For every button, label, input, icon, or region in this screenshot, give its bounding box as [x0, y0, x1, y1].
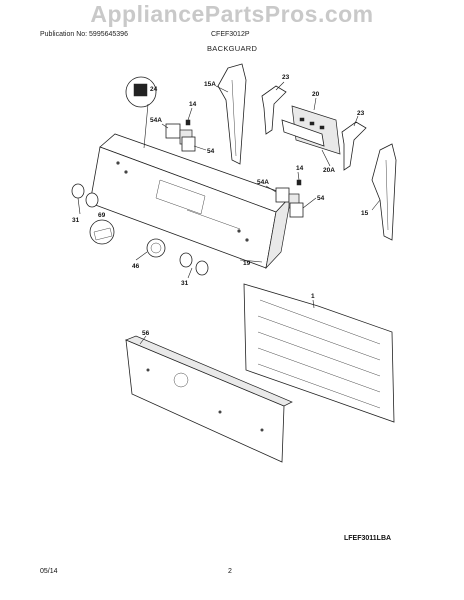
knobs-bottom — [179, 252, 209, 276]
footer-date: 05/14 — [40, 568, 58, 575]
callout-23-left: 23 — [282, 74, 290, 81]
callout-54a-left: 54A — [150, 117, 162, 124]
callout-69: 69 — [98, 212, 106, 219]
publication-number: Publication No: 5995645396 — [40, 31, 128, 38]
backguard-panel — [89, 133, 292, 270]
callout-20a: 20A — [323, 167, 335, 174]
callout-54-left: 54 — [207, 148, 215, 155]
callout-14-left: 14 — [189, 101, 197, 108]
side-trim-left — [217, 63, 247, 165]
diagram-reference-code: LFEF3011LBA — [344, 535, 392, 542]
bracket-left — [261, 85, 287, 135]
detail-24 — [125, 76, 157, 108]
knobs-left — [71, 183, 99, 208]
callout-15: 15 — [361, 210, 369, 217]
detail-69 — [89, 219, 115, 245]
callout-24: 24 — [150, 86, 158, 93]
callout-31-bottom: 31 — [181, 280, 189, 287]
callout-54a-right: 54A — [257, 179, 269, 186]
callout-15a: 15A — [204, 81, 216, 88]
callout-20: 20 — [312, 91, 320, 98]
infinite-switch-left — [165, 119, 196, 152]
bracket-right — [341, 121, 367, 171]
callout-1: 1 — [311, 293, 315, 300]
infinite-switch-right — [275, 179, 304, 218]
section-title: BACKGUARD — [207, 44, 258, 53]
callout-23-right: 23 — [357, 110, 365, 117]
callout-56: 56 — [142, 330, 150, 337]
callout-31-left: 31 — [72, 217, 80, 224]
backguard-mounting-plate — [125, 335, 293, 463]
callout-19: 19 — [243, 260, 251, 267]
side-trim-right — [371, 143, 397, 241]
watermark: AppliancePartsPros.com — [90, 1, 374, 27]
oven-knob — [146, 238, 166, 258]
callout-54-right: 54 — [317, 195, 325, 202]
model-number: CFEF3012P — [211, 31, 250, 38]
callout-14-right: 14 — [296, 165, 304, 172]
electronic-control-board — [281, 105, 341, 155]
rear-cover-panel — [243, 283, 395, 423]
footer-page-number: 2 — [228, 568, 232, 575]
callout-46: 46 — [132, 263, 140, 270]
